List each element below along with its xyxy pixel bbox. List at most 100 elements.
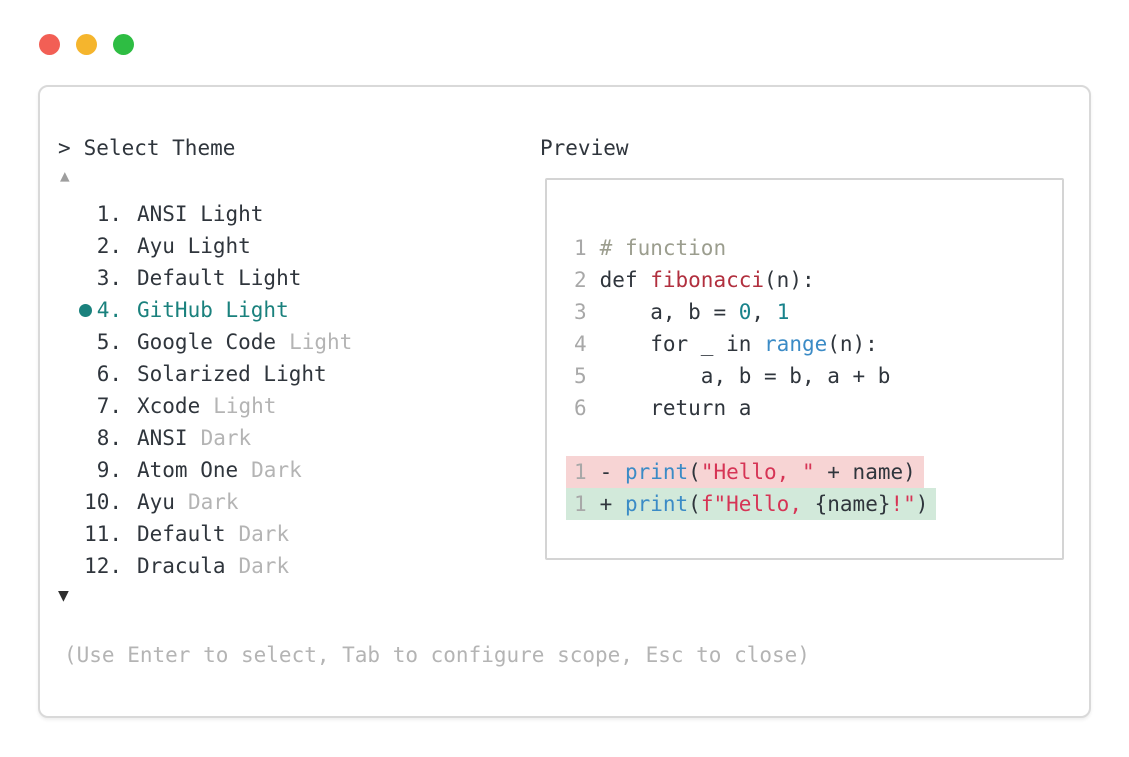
theme-option-variant-label: Dark (238, 522, 290, 546)
line-number: 3 (574, 300, 587, 324)
code-line: 5 a, b = b, a + b (574, 360, 1062, 392)
diff-line-added: 1+ print(f"Hello, {name}!") (566, 488, 937, 520)
line-number: 1 (574, 236, 587, 260)
code-token: print (624, 492, 689, 516)
code-token: fibonacci (650, 268, 765, 292)
prompt: > Select Theme (58, 135, 235, 161)
code-line: 1- print("Hello, " + name) (566, 456, 1062, 488)
code-token: + name) (814, 460, 916, 484)
theme-option-label: Xcode (137, 394, 201, 418)
theme-option-number: 11. (84, 522, 122, 546)
code-token: print (624, 460, 689, 484)
theme-list: 1. ANSI Light 2. Ayu Light 3. Default Light 4.… (58, 198, 518, 582)
code-line: 1 # function (574, 232, 1062, 264)
line-number: 1 (574, 460, 587, 484)
theme-option-variant-label: Dark (238, 554, 290, 578)
line-number: 4 (574, 332, 587, 356)
theme-option-number: 7. (96, 394, 122, 418)
theme-option-label: Atom One (137, 458, 239, 482)
code-token: range (764, 332, 828, 356)
code-token: + (599, 492, 625, 516)
code-token: (n): (827, 332, 878, 356)
theme-option-7[interactable]: 7. Xcode Light (58, 390, 518, 422)
theme-option-3[interactable]: 3. Default Light (58, 262, 518, 294)
theme-option-number: 1. (96, 202, 122, 226)
code-line (574, 424, 1062, 456)
theme-option-number: 6. (96, 362, 122, 386)
preview-title: Preview (540, 136, 629, 160)
selected-bullet-icon (79, 304, 92, 317)
code-line-content: 1 # function (566, 232, 734, 264)
code-token: a, b = (599, 300, 739, 324)
zoom-button[interactable] (113, 34, 134, 55)
theme-option-5[interactable]: 5. Google Code Light (58, 326, 518, 358)
theme-option-number: 5. (96, 330, 122, 354)
code-token: {name} (814, 492, 891, 516)
theme-option-number: 3. (96, 266, 122, 290)
theme-option-number: 10. (84, 490, 122, 514)
prompt-caret-icon: > (58, 136, 71, 160)
minimize-button[interactable] (76, 34, 97, 55)
code-token: 0 (738, 300, 752, 324)
code-line: 1+ print(f"Hello, {name}!") (566, 488, 1062, 520)
theme-option-variant-label: Dark (187, 490, 239, 514)
line-number: 1 (574, 492, 587, 516)
code-token: , (751, 300, 777, 324)
theme-option-label: Solarized Light (137, 362, 327, 386)
close-button[interactable] (39, 34, 60, 55)
theme-option-11[interactable]: 11. Default Dark (58, 518, 518, 550)
code-line: 4 for _ in range(n): (574, 328, 1062, 360)
theme-option-variant-label: Light (213, 394, 277, 418)
theme-option-label: Default Light (137, 266, 302, 290)
theme-option-label: ANSI Light (137, 202, 264, 226)
theme-option-label: GitHub Light (137, 298, 289, 322)
scroll-up-icon[interactable]: ▲ (60, 166, 70, 185)
keyboard-hint: (Use Enter to select, Tab to configure s… (64, 643, 810, 667)
line-number: 6 (574, 396, 587, 420)
code-token: !" (890, 492, 916, 516)
code-token: "Hello, " (700, 460, 815, 484)
prompt-label: Select Theme (83, 136, 236, 160)
theme-option-label: Default (137, 522, 226, 546)
theme-option-number: 2. (96, 234, 122, 258)
theme-option-variant-label: Light (289, 330, 353, 354)
theme-option-6[interactable]: 6. Solarized Light (58, 358, 518, 390)
theme-option-label: ANSI (137, 426, 188, 450)
theme-option-number: 4. (96, 298, 122, 322)
code-token: for _ in (599, 332, 765, 356)
theme-option-10[interactable]: 10. Ayu Dark (58, 486, 518, 518)
theme-option-number: 8. (96, 426, 122, 450)
theme-option-label: Ayu (137, 490, 175, 514)
theme-option-4[interactable]: 4. GitHub Light (58, 294, 518, 326)
theme-option-label: Google Code (137, 330, 277, 354)
theme-option-2[interactable]: 2. Ayu Light (58, 230, 518, 262)
theme-option-number: 12. (84, 554, 122, 578)
code-token: # function (599, 236, 727, 260)
code-token: def (599, 268, 651, 292)
code-line-content: 5 a, b = b, a + b (566, 360, 898, 392)
diff-line-removed: 1- print("Hello, " + name) (566, 456, 924, 488)
theme-option-12[interactable]: 12. Dracula Dark (58, 550, 518, 582)
code-line-content: 4 for _ in range(n): (566, 328, 886, 360)
code-token: ( (688, 460, 701, 484)
code-line-content: 3 a, b = 0, 1 (566, 296, 797, 328)
scroll-down-icon[interactable]: ▼ (58, 585, 69, 606)
theme-option-label: Dracula (137, 554, 226, 578)
code-token: a, b = b, a + b (599, 364, 891, 388)
code-line-content: 6 return a (566, 392, 759, 424)
theme-picker-window: > Select Theme ▲ 1. ANSI Light 2. Ayu Light 3… (38, 85, 1091, 718)
code-line: 6 return a (574, 392, 1062, 424)
theme-option-label: Ayu Light (137, 234, 251, 258)
code-token: ( (688, 492, 701, 516)
window-controls (39, 34, 134, 55)
code-token: f"Hello, (700, 492, 815, 516)
code-token: return a (599, 396, 752, 420)
code-token: 1 (776, 300, 790, 324)
theme-option-1[interactable]: 1. ANSI Light (58, 198, 518, 230)
